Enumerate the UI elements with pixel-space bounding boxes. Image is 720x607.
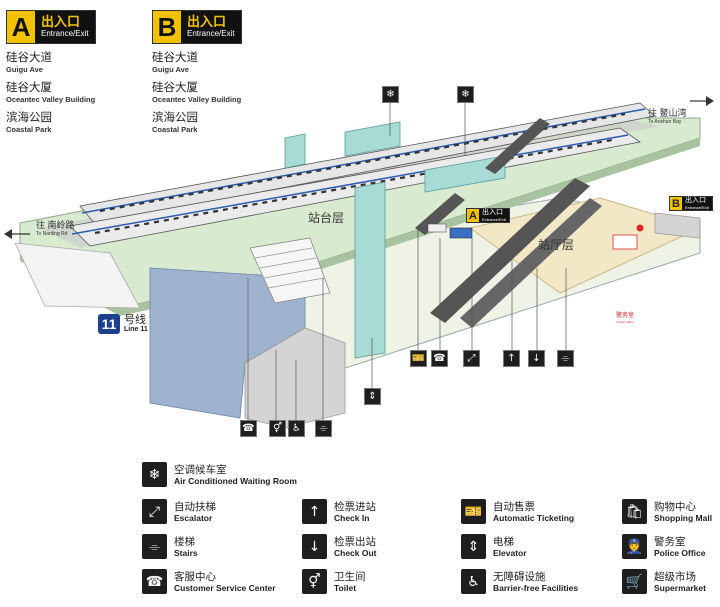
direction-right-label: 往 鳌山湾 To Aoshan Bay <box>648 108 687 125</box>
check-out-icon: ↓ <box>302 534 327 559</box>
exit-b-destination: 硅谷大道 Guigu Ave <box>152 52 198 74</box>
wheelchair-icon: ♿ <box>288 420 305 437</box>
legend-item-check-in: ↑ 检票进站 Check In <box>302 499 376 524</box>
line-number: 11 <box>98 314 120 334</box>
check-in-icon: ↑ <box>503 350 520 367</box>
service-center-icon: ☎ <box>142 569 167 594</box>
exit-b-badge: B 出入口 Entrance/Exit <box>152 10 242 44</box>
exit-a-badge: A 出入口 Entrance/Exit <box>6 10 96 44</box>
exit-b-label-en: Entrance/Exit <box>187 29 235 38</box>
line-label-en: Line 11 <box>124 326 148 333</box>
legend: ❄ 空调候车室 Air Conditioned Waiting Room ⤢ 自… <box>0 460 720 607</box>
service-counter <box>449 227 473 239</box>
snowflake-icon: ❄ <box>142 462 167 487</box>
legend-item-escalator: ⤢ 自动扶梯 Escalator <box>142 499 216 524</box>
service-center-icon: ☎ <box>431 350 448 367</box>
police-icon: 👮 <box>622 534 647 559</box>
exit-a-letter: A <box>7 11 35 43</box>
left-building <box>14 242 141 309</box>
exit-b-label-cn: 出入口 <box>187 14 227 29</box>
direction-left-label: 往 南岭路 To Nanling Rd <box>36 220 75 237</box>
exit-a-destination: 硅谷大厦 Oceantec Valley Building <box>6 82 96 104</box>
cart-icon: 🛒 <box>622 569 647 594</box>
exit-b-block: B 出入口 Entrance/Exit 硅谷大道 Guigu Ave 硅谷大厦 … <box>152 10 242 134</box>
stairs-icon: ⌯ <box>315 420 332 437</box>
legend-item-supermarket: 🛒 超级市场 Supermarket <box>622 569 706 594</box>
snowflake-icon: ❄ <box>457 86 474 103</box>
legend-item-toilet: ⚥ 卫生间 Toilet <box>302 569 366 594</box>
station-3d-illustration <box>4 95 714 429</box>
check-out-icon: ↓ <box>528 350 545 367</box>
legend-item-shopping-mall: 🛍 购物中心 Shopping Mall <box>622 499 712 524</box>
exit-b-destination: 滨海公园 Coastal Park <box>152 112 198 134</box>
legend-item-barrier-free: ♿ 无障碍设施 Barrier-free Facilities <box>461 569 578 594</box>
stair-steps <box>254 247 325 289</box>
train-upper <box>79 102 656 225</box>
exit-a-destination: 硅谷大道 Guigu Ave <box>6 52 52 74</box>
legend-item-customer-service: ☎ 客服中心 Customer Service Center <box>142 569 276 594</box>
platform-level-label: 站台层 <box>308 211 345 225</box>
wheelchair-icon: ♿ <box>461 569 486 594</box>
stairs-icon: ⌯ <box>557 350 574 367</box>
escalator-platform-2 <box>485 118 550 174</box>
right-building <box>654 212 701 239</box>
exit-b-letter: B <box>153 11 181 43</box>
snowflake-icon: ❄ <box>382 86 399 103</box>
station-diagram: ❄ ❄ 站台层 站厅层 11 号线 Line 11 往 南岭路 To Nanli… <box>0 78 720 448</box>
legend-item-police-office: 👮 警务室 Police Office <box>622 534 706 559</box>
waiting-room-left <box>344 121 401 157</box>
shopping-bag-icon: 🛍 <box>622 499 647 524</box>
check-in-icon: ↑ <box>302 499 327 524</box>
exit-a-block: A 出入口 Entrance/Exit 硅谷大道 Guigu Ave 硅谷大厦 … <box>6 10 96 134</box>
escalator-platform <box>415 193 465 235</box>
legend-item-elevator: ⇕ 电梯 Elevator <box>461 534 527 559</box>
ticket-machine-icon: 🎫 <box>461 499 486 524</box>
escalator-icon: ⤢ <box>463 350 480 367</box>
exit-a-destination: 滨海公园 Coastal Park <box>6 112 52 134</box>
escalator-long <box>430 178 590 323</box>
concourse-level-label: 站厅层 <box>538 238 575 252</box>
legend-item-check-out: ↓ 检票出站 Check Out <box>302 534 377 559</box>
escalator-icon: ⤢ <box>142 499 167 524</box>
legend-item-automatic-ticketing: 🎫 自动售票 Automatic Ticketing <box>461 499 574 524</box>
stairs-structure <box>249 237 331 304</box>
toilet-icon: ⚥ <box>269 420 286 437</box>
legend-item-stairs: ⌯ 楼梯 Stairs <box>142 534 198 559</box>
glass-box-platform <box>284 133 306 169</box>
line-11-badge: 11 号线 Line 11 <box>98 314 148 334</box>
elevator-icon: ⇕ <box>461 534 486 559</box>
ticket-machine-icon: 🎫 <box>410 350 427 367</box>
police-label-box <box>612 234 638 250</box>
waiting-room-right <box>424 155 506 193</box>
service-center-icon: ☎ <box>240 420 257 437</box>
elevator-shaft <box>354 181 386 359</box>
legend-item-air-conditioned: ❄ 空调候车室 Air Conditioned Waiting Room <box>142 462 297 487</box>
grey-block <box>244 327 346 429</box>
exit-a-label-cn: 出入口 <box>41 14 81 29</box>
escalator-second <box>460 198 602 328</box>
map-exit-b: B 出入口 Entrance/Exit <box>669 196 713 211</box>
arrow-right <box>706 96 714 106</box>
gate-structure <box>427 223 447 233</box>
police-marker <box>636 224 644 232</box>
exit-a-label-en: Entrance/Exit <box>41 29 89 38</box>
exit-b-destination: 硅谷大厦 Oceantec Valley Building <box>152 82 242 104</box>
elevator-icon: ⇕ <box>364 388 381 405</box>
line-label-cn: 号线 <box>124 314 146 326</box>
arrow-left <box>4 229 12 239</box>
stairs-icon: ⌯ <box>142 534 167 559</box>
map-exit-a: A 出入口 Entrance/Exit <box>466 208 510 223</box>
map-police-label: 警务室 Police Office <box>615 313 634 324</box>
toilet-icon: ⚥ <box>302 569 327 594</box>
